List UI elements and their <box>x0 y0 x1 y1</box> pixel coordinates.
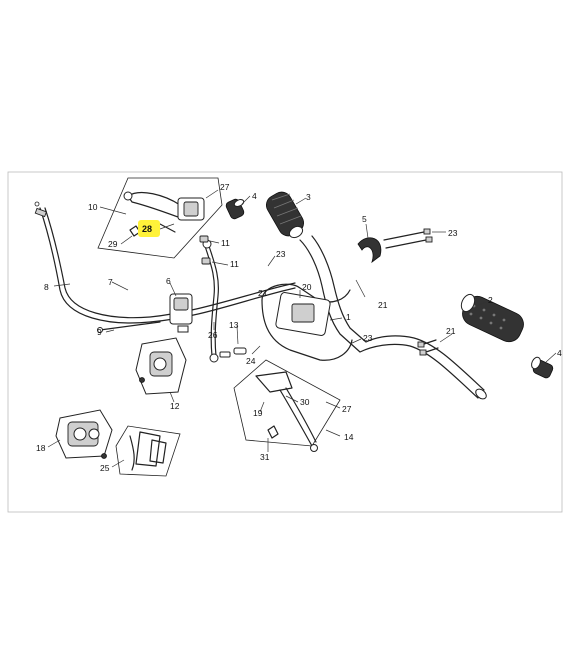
bar-clamp-5 <box>357 237 382 264</box>
callout-21-upper: 21 <box>378 300 388 310</box>
callout-10: 10 <box>88 202 98 212</box>
callout-5: 5 <box>362 214 367 224</box>
diagram-frame <box>7 171 563 513</box>
callout-14: 14 <box>344 432 354 442</box>
callout-11-lower: 11 <box>230 259 239 269</box>
callout-23-lower: 23 <box>363 333 373 343</box>
highlight-marker <box>138 220 160 237</box>
callout-21-lower: 21 <box>258 288 268 298</box>
brake-caliper-18 <box>55 409 113 459</box>
leader-lines <box>47 189 557 468</box>
callout-30: 30 <box>300 397 310 407</box>
callout-7: 7 <box>108 277 113 287</box>
callout-28: 28 <box>142 224 152 234</box>
callout-27-top: 27 <box>220 182 230 192</box>
callout-27-lower: 27 <box>342 404 352 414</box>
bar-end-weight-right <box>531 356 554 379</box>
throttle-housing-6 <box>169 293 193 333</box>
callout-labels: 10 29 27 4 3 11 11 5 23 23 21 20 1 2 21 … <box>36 182 562 473</box>
callout-29: 29 <box>108 239 118 249</box>
throttle-cable <box>34 201 296 324</box>
callout-2: 2 <box>488 295 493 305</box>
callout-12: 12 <box>170 401 180 411</box>
callout-31: 31 <box>260 452 270 462</box>
callout-1: 1 <box>346 312 351 322</box>
callout-20: 20 <box>302 282 312 292</box>
callout-9: 9 <box>97 327 102 337</box>
highlighted-callout-28[interactable]: 28 <box>138 220 160 237</box>
callout-24: 24 <box>246 356 256 366</box>
callout-23-top-right: 23 <box>448 228 458 238</box>
callout-23-mid: 23 <box>276 249 286 259</box>
brake-caliper-12 <box>135 337 187 395</box>
grip-top-3 <box>266 191 304 239</box>
callout-25: 25 <box>100 463 110 473</box>
callout-11-upper: 11 <box>221 238 230 248</box>
callout-21-right: 21 <box>446 326 456 336</box>
bolts-23-top <box>383 228 433 249</box>
callout-26: 26 <box>208 330 218 340</box>
bolts-21-right <box>417 339 439 356</box>
callout-6: 6 <box>166 276 171 286</box>
lever-assembly-14 <box>233 359 341 452</box>
bar-end-weight-top <box>225 198 245 220</box>
callout-4-right: 4 <box>557 348 562 358</box>
callout-3: 3 <box>306 192 311 202</box>
callout-4-top: 4 <box>252 191 257 201</box>
handlebar <box>261 235 487 400</box>
callout-8: 8 <box>44 282 49 292</box>
banjo-bolts <box>199 235 247 358</box>
throttle-cable-lower <box>97 321 161 333</box>
callout-19: 19 <box>253 408 263 418</box>
callout-18: 18 <box>36 443 46 453</box>
brake-pads-25 <box>115 425 181 477</box>
callout-13: 13 <box>229 320 239 330</box>
grip-right-2 <box>460 293 524 343</box>
